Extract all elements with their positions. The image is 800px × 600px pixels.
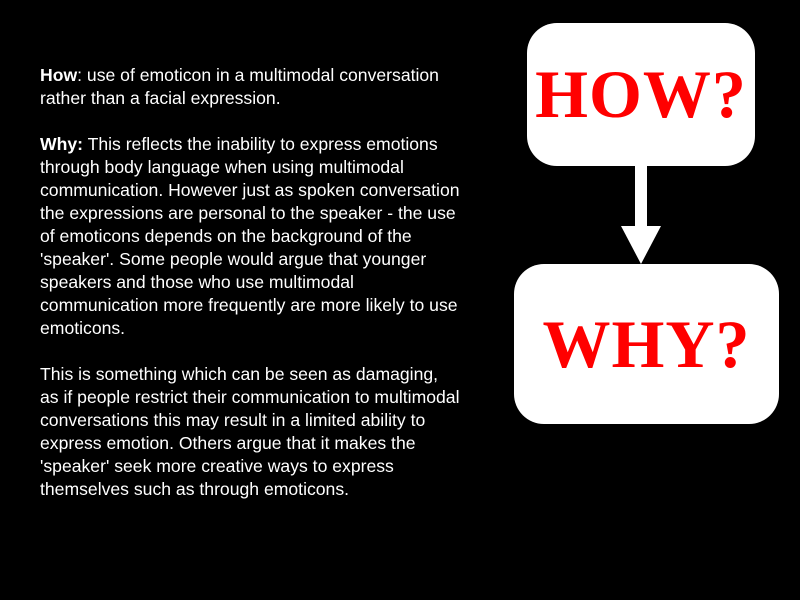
why-box-label: WHY? — [542, 305, 751, 382]
why-box: WHY? — [514, 264, 779, 424]
how-body: : use of emoticon in a multimodal conver… — [40, 65, 439, 108]
how-paragraph: How: use of emoticon in a multimodal con… — [40, 64, 460, 110]
how-box: HOW? — [527, 23, 755, 166]
why-paragraph: Why: This reflects the inability to expr… — [40, 133, 460, 340]
how-lead: How — [40, 65, 78, 85]
down-arrow-icon — [621, 166, 661, 264]
explanation-text: How: use of emoticon in a multimodal con… — [40, 64, 460, 524]
conclusion-paragraph: This is something which can be seen as d… — [40, 363, 460, 501]
why-body: This reflects the inability to express e… — [40, 134, 460, 338]
conclusion-body: This is something which can be seen as d… — [40, 364, 460, 499]
how-box-label: HOW? — [535, 56, 747, 132]
why-lead: Why: — [40, 134, 83, 154]
